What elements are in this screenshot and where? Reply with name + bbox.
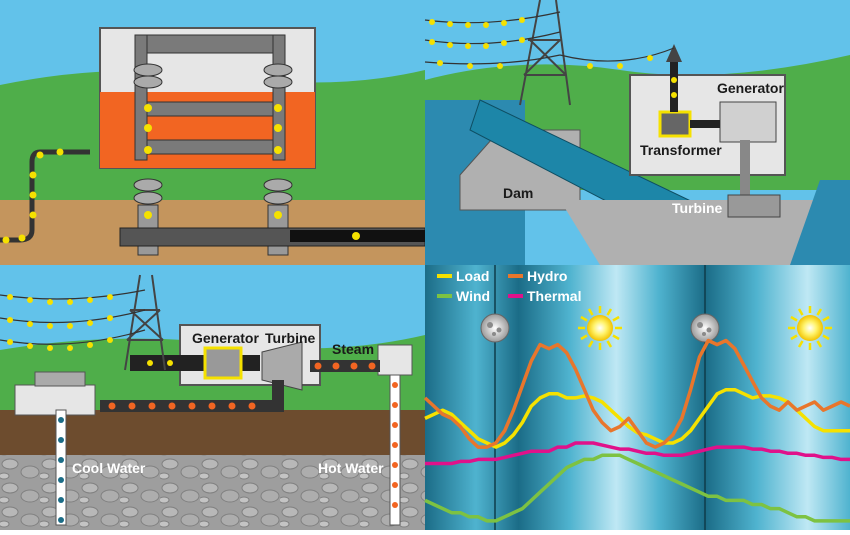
label-steam: Steam [332,341,374,357]
label-cool-water: Cool Water [72,460,146,476]
series-line-hydro [423,338,850,449]
moon-crater [697,322,703,328]
hydro-panel: Dam Generator Transformer Turbine [424,0,850,265]
steam-pipe-top [310,360,380,372]
moon-crater [702,332,706,336]
chart-series [423,338,850,523]
label-generator: Generator [717,80,784,96]
current-dot [352,232,360,240]
day-night-icons [480,306,832,350]
steam-valve [377,344,413,376]
hot-water-pipe [389,374,401,526]
label-generator: Generator [192,330,259,346]
label-hot-water: Hot Water [318,460,384,476]
moon-crater [706,327,712,333]
transformer-core [134,101,286,117]
core-leg-left [134,34,148,161]
riser-arrow [666,44,682,62]
input-current-dots [2,148,64,244]
series-line-wind [424,453,850,523]
legend-label-load: Load [456,268,489,284]
label-transformer: Transformer [640,142,722,158]
label-turbine: Turbine [265,330,316,346]
transformer-riser [670,60,678,112]
legend: Load Hydro Wind Thermal [437,268,581,304]
sun-icon [587,315,613,341]
moon-crater [496,327,502,333]
legend-label-hydro: Hydro [527,268,567,284]
thermal-panel: Generator Turbine Steam Cool Water Hot W… [0,265,425,530]
cool-water-dots [58,417,64,523]
chart-panel: Load Hydro Wind Thermal [423,265,850,530]
condenser [14,384,96,416]
moon-icon [690,313,720,343]
label-dam: Dam [503,185,533,201]
generator-unit [203,346,243,380]
generator-shaft [740,140,750,195]
legend-label-wind: Wind [456,288,490,304]
gen-to-transformer-cable [690,120,720,128]
moon-crater [487,322,493,328]
cool-water-pipe [55,409,67,526]
generator-body [719,101,777,143]
moon-icon [480,313,510,343]
soil-layer [0,410,425,455]
pylon [519,0,571,106]
steam-pipe-riser [272,380,284,412]
condenser-fins [34,371,86,387]
core-leg-right [272,34,286,161]
turbine-runner [727,194,781,218]
power-lines [0,289,146,345]
transformer-box [658,110,692,138]
sun-rays-icon [788,306,832,350]
moon-crater [492,332,496,336]
line-current-dots [429,17,677,98]
sun-icon [797,315,823,341]
steam-dots [108,362,376,410]
sun-rays-icon [578,306,622,350]
legend-label-thermal: Thermal [527,288,581,304]
chart-background [425,265,850,530]
substation-panel [0,0,426,265]
transformer-core-bottom [134,139,286,155]
transformer-core-top [134,34,286,54]
series-line-thermal [425,441,850,466]
steam-turbine [261,341,303,391]
tailrace [790,180,850,265]
label-turbine: Turbine [672,200,723,216]
hot-water-dots [392,382,398,508]
line-current-dots [7,294,173,366]
winding-current-dots [144,104,282,219]
bedrock-layer [0,455,425,530]
